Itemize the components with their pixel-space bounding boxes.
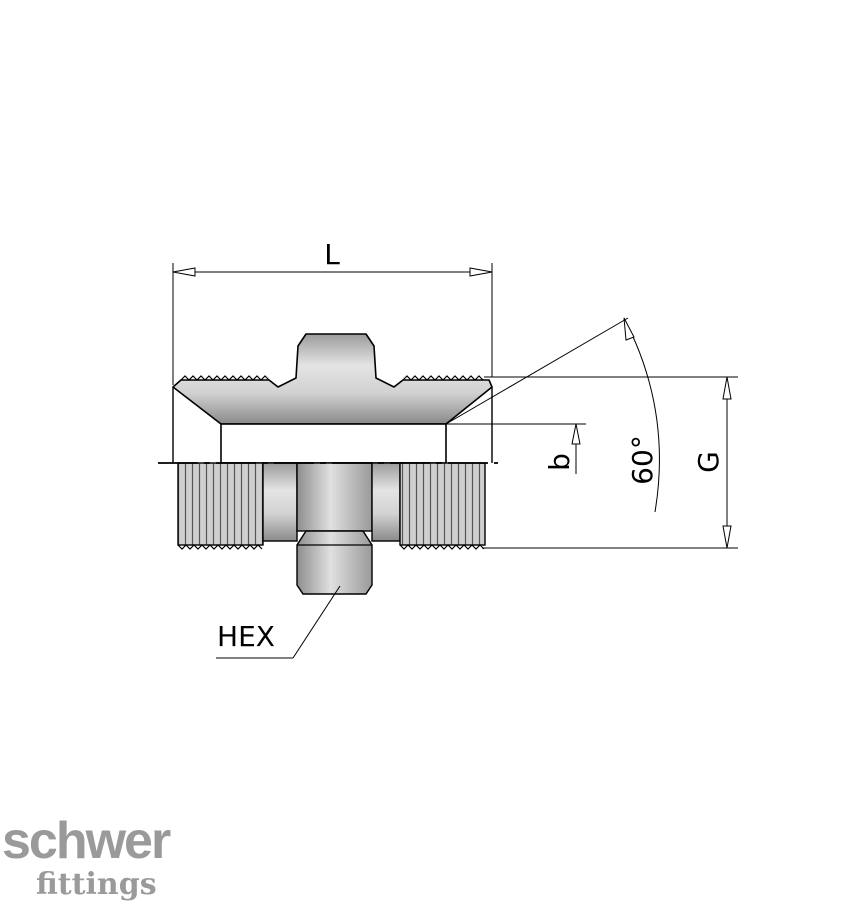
chamfer-label: b bbox=[543, 453, 576, 471]
logo-subtitle: fittings bbox=[36, 867, 157, 902]
hex-callout: HEX bbox=[216, 585, 341, 659]
hex-flats bbox=[296, 530, 373, 595]
dim-angle: 60° bbox=[445, 317, 660, 513]
lower-section bbox=[177, 462, 486, 595]
dim-thread: G bbox=[482, 376, 738, 549]
upper-thread-left bbox=[180, 375, 270, 381]
upper-thread-right bbox=[402, 375, 484, 381]
dim-chamfer: b bbox=[446, 423, 586, 474]
angle-label: 60° bbox=[626, 435, 659, 485]
hex-label: HEX bbox=[217, 620, 275, 653]
thread-label: G bbox=[692, 451, 725, 473]
schwer-logo: schwer fittings bbox=[2, 812, 173, 902]
upper-section bbox=[172, 333, 493, 464]
bore bbox=[220, 423, 447, 464]
logo-wordmark: schwer bbox=[2, 812, 171, 870]
hex-body bbox=[296, 462, 373, 532]
length-label: L bbox=[324, 238, 340, 271]
right-thread bbox=[399, 462, 486, 546]
upper-body bbox=[172, 333, 493, 425]
dim-length: L bbox=[172, 238, 493, 385]
left-thread bbox=[177, 462, 264, 546]
